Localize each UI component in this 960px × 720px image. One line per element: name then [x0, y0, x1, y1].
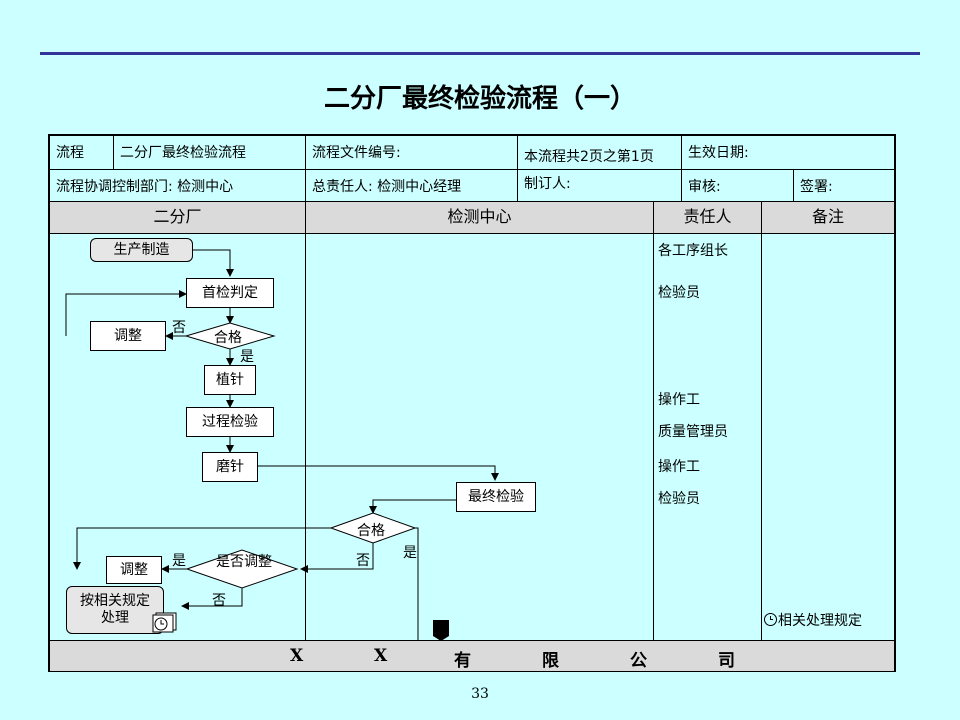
header-signature: 签署:: [794, 170, 894, 202]
edge-label-yes-3: 是: [172, 553, 186, 569]
edge-label-yes-1: 是: [240, 349, 254, 365]
edge-label-yes-2: 是: [403, 545, 417, 561]
clock-icon: [764, 613, 777, 626]
header-chief-responsible: 总责任人: 检测中心经理: [306, 170, 518, 202]
node-process-check: 过程检验: [186, 407, 274, 437]
footer-char: 有: [454, 651, 471, 671]
responsible-item: 质量管理员: [658, 424, 728, 440]
node-adjust-1: 调整: [90, 321, 166, 351]
footer-char: X: [374, 646, 388, 666]
remark-related-rules: 相关处理规定: [764, 610, 862, 630]
flow-connectors: [65, 249, 499, 640]
header-page-count: 本流程共2页之第1页: [518, 136, 682, 170]
lane-header-remarks: 备注: [762, 202, 894, 234]
decision-qualified-2: [329, 512, 417, 544]
footer-char: 司: [718, 651, 735, 671]
company-footer: X X 有 限 公 司: [50, 640, 894, 671]
node-handle-per-rules: 按相关规定处理: [66, 586, 164, 634]
footer-char: 公: [630, 651, 647, 671]
header-author: 制订人:: [518, 170, 682, 202]
lane-responsible: [654, 234, 762, 640]
header-flow-name: 二分厂最终检验流程: [114, 136, 306, 170]
lane-header-plant: 二分厂: [50, 202, 306, 234]
page-number: 33: [471, 686, 489, 702]
responsible-item: 检验员: [658, 285, 700, 301]
lane-plant: [50, 234, 306, 640]
node-plant-needle: 植针: [204, 365, 256, 395]
decision-qualified-1-label: 合格: [214, 330, 242, 346]
lane-header-testing-center: 检测中心: [306, 202, 654, 234]
header-doc-number: 流程文件编号:: [306, 136, 518, 170]
header-effective-date: 生效日期:: [682, 136, 894, 170]
edge-label-no-1: 否: [172, 320, 186, 336]
decision-need-adjust: [185, 549, 299, 589]
footer-char: X: [290, 646, 304, 666]
header-reviewer: 审核:: [682, 170, 794, 202]
top-rule: [40, 52, 920, 55]
lane-testing-center: [306, 234, 654, 640]
remark-text: 相关处理规定: [778, 613, 862, 629]
document-clock-icon: [150, 612, 178, 634]
flowchart-frame: 流程 二分厂最终检验流程 流程文件编号: 本流程共2页之第1页 生效日期: 流程…: [48, 134, 896, 672]
decision-qualified-2-label: 合格: [357, 523, 385, 539]
node-adjust-2: 调整: [106, 556, 162, 584]
decision-qualified-1: [184, 322, 276, 350]
header-coordinating-dept: 流程协调控制部门: 检测中心: [50, 170, 306, 202]
node-final-check: 最终检验: [456, 482, 536, 512]
node-production: 生产制造: [90, 238, 193, 262]
header-flow-label: 流程: [50, 136, 114, 170]
edge-label-no-3: 否: [212, 593, 226, 609]
decision-need-adjust-label: 是否调整: [216, 554, 272, 570]
node-first-check: 首检判定: [186, 278, 274, 308]
node-grind-needle: 磨针: [202, 452, 258, 482]
responsible-item: 各工序组长: [658, 243, 728, 259]
end-marker: [433, 620, 449, 640]
responsible-item: 操作工: [658, 392, 700, 408]
edge-label-no-2: 否: [356, 553, 370, 569]
responsible-item: 操作工: [658, 459, 700, 475]
footer-char: 限: [542, 651, 559, 671]
lane-header-responsible: 责任人: [654, 202, 762, 234]
responsible-item: 检验员: [658, 491, 700, 507]
page-title: 二分厂最终检验流程（一）: [323, 84, 636, 114]
